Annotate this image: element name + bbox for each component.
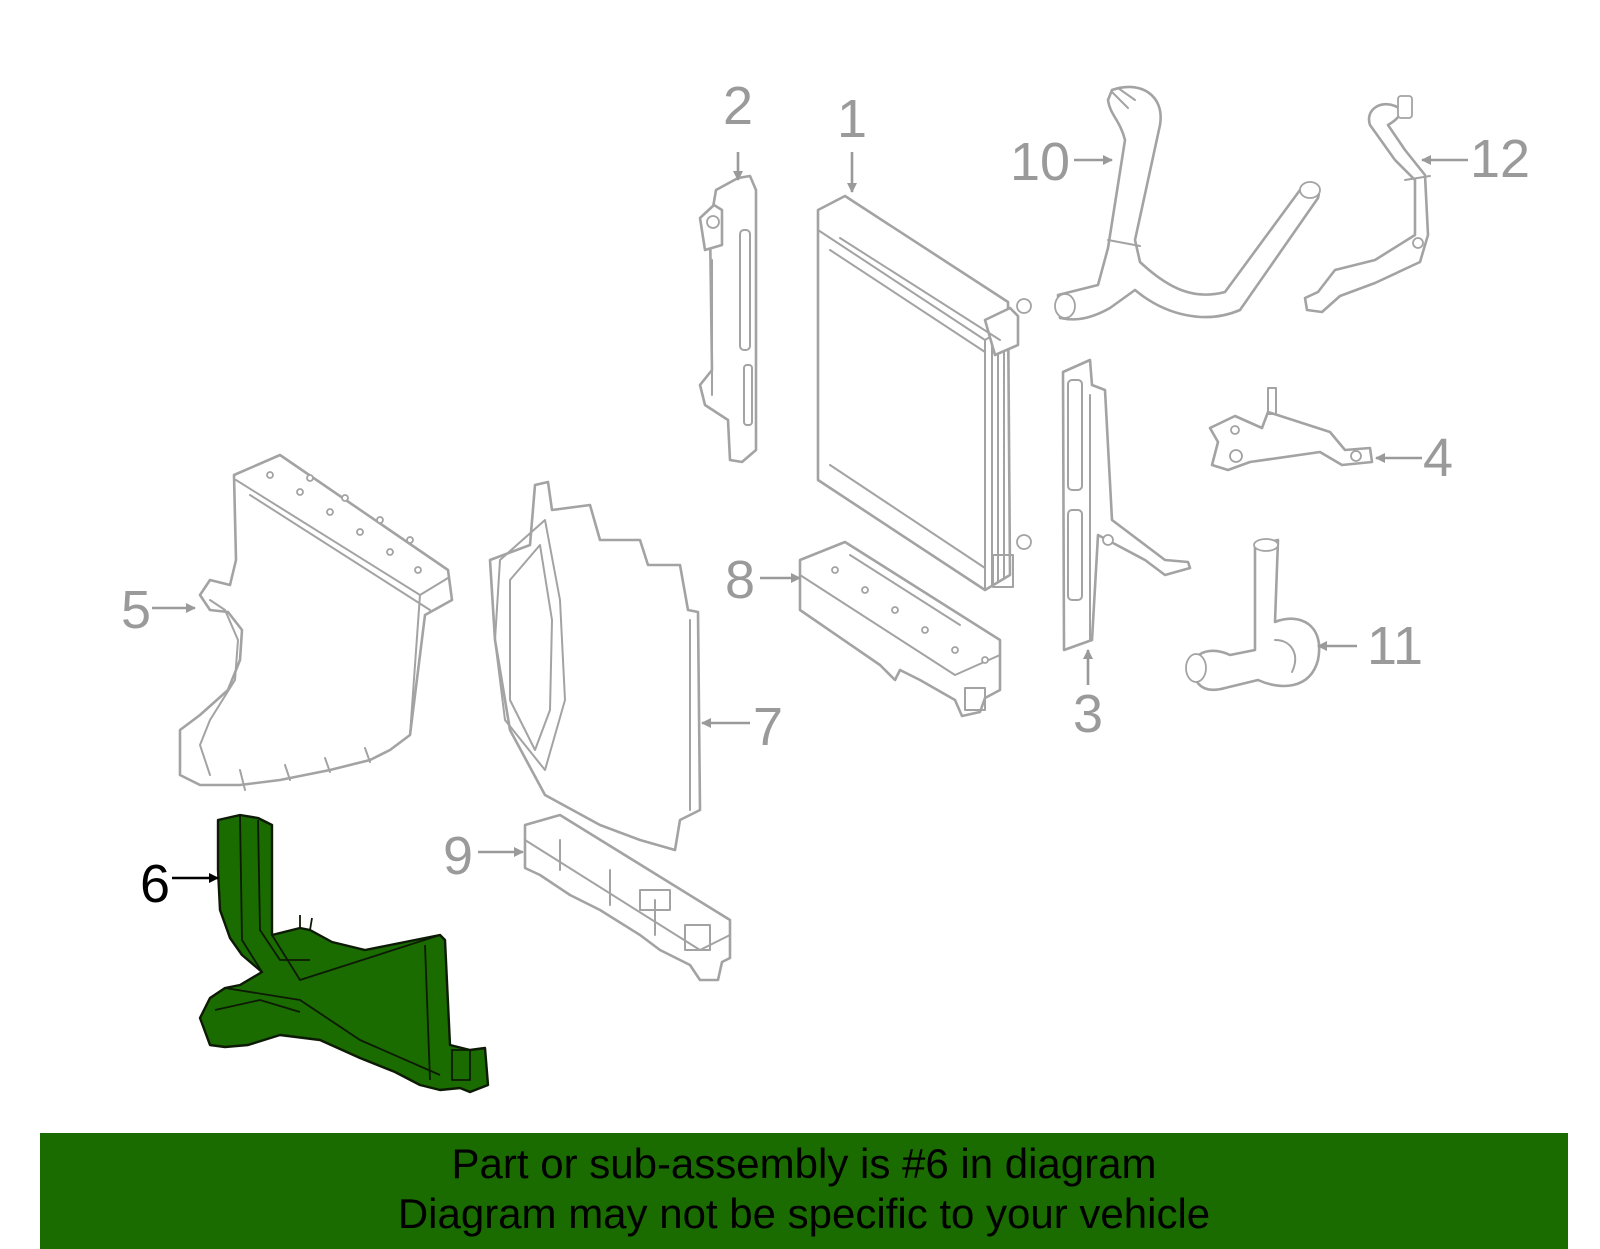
banner-line-2: Diagram may not be specific to your vehi… (397, 1190, 1211, 1237)
callout-11: 11 (1367, 616, 1423, 676)
callout-5: 5 (121, 580, 151, 640)
info-banner: Part or sub-assembly is #6 in diagram Di… (40, 1133, 1568, 1249)
callout-1: 1 (837, 89, 867, 149)
part-2-side-bracket[interactable] (698, 174, 758, 464)
part-12-small-hose[interactable] (1303, 95, 1431, 314)
part-4-mount-bracket[interactable] (1208, 387, 1374, 472)
callout-7: 7 (753, 697, 783, 757)
callout-3: 3 (1073, 684, 1103, 744)
part-6-air-guide-highlighted[interactable] (198, 813, 490, 1094)
part-8-lower-support[interactable] (798, 540, 1002, 718)
part-3-side-bracket[interactable] (1061, 358, 1192, 652)
callout-8: 8 (725, 550, 755, 610)
part-11-lower-hose[interactable] (1185, 538, 1321, 691)
leader-lines (152, 152, 1468, 883)
callout-12: 12 (1470, 129, 1530, 189)
callout-4: 4 (1423, 428, 1453, 488)
part-5-air-duct[interactable] (178, 453, 454, 791)
callout-10: 10 (1010, 132, 1070, 192)
callout-9: 9 (443, 826, 473, 886)
part-1-radiator[interactable] (816, 194, 1032, 592)
banner-line-1: Part or sub-assembly is #6 in diagram (451, 1140, 1157, 1187)
part-10-upper-hose[interactable] (1054, 85, 1321, 321)
part-7-fan-shroud[interactable] (488, 480, 702, 852)
callout-6-highlighted: 6 (140, 854, 170, 914)
part-9-lower-tray[interactable] (523, 813, 732, 982)
callout-2: 2 (723, 76, 753, 136)
